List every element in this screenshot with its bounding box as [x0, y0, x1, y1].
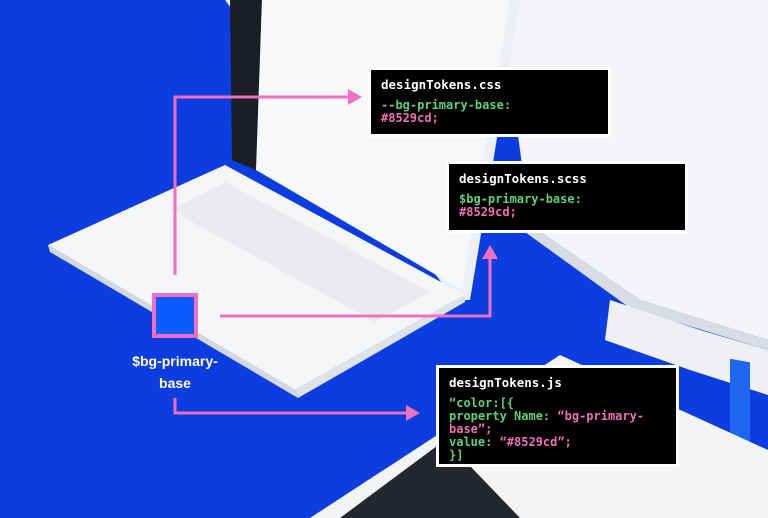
scss-value: #8529cd; — [459, 205, 517, 219]
color-swatch — [152, 293, 198, 338]
arrow-to-scss — [220, 258, 492, 318]
arrowhead-js — [406, 405, 420, 421]
js-code-box: designTokens.js “color:[{ property Name:… — [436, 365, 679, 467]
arrowhead-scss — [482, 245, 498, 259]
js-line3: base”; — [449, 422, 493, 436]
arrow-to-js — [173, 398, 408, 415]
css-value: #8529cd; — [381, 111, 439, 125]
js-file-title: designTokens.js — [449, 375, 562, 390]
token-label-line1: $bg-primary- — [132, 353, 218, 369]
arrowhead-css — [348, 89, 362, 105]
token-label-line2: base — [159, 375, 191, 391]
js-line5: }] — [449, 448, 464, 462]
css-file-title: designTokens.css — [381, 77, 502, 92]
scss-file-title: designTokens.scss — [459, 171, 587, 186]
arrows — [173, 95, 492, 415]
scss-code-box: designTokens.scss $bg-primary-base: #852… — [446, 161, 688, 233]
js-line1: “color:[{ — [449, 396, 515, 410]
token-label: $bg-primary- base — [110, 350, 240, 394]
js-line4-key: value: — [449, 435, 500, 449]
scss-property: $bg-primary-base: — [459, 192, 582, 206]
js-line2-value: “bg-primary- — [557, 409, 645, 423]
js-line4-value: “#8529cd”; — [499, 435, 572, 449]
css-code-box: designTokens.css --bg-primary-base: #852… — [368, 67, 611, 137]
js-line2-key: property Name: — [449, 409, 558, 423]
css-property: --bg-primary-base: — [381, 98, 512, 112]
arrow-to-css — [173, 95, 352, 275]
